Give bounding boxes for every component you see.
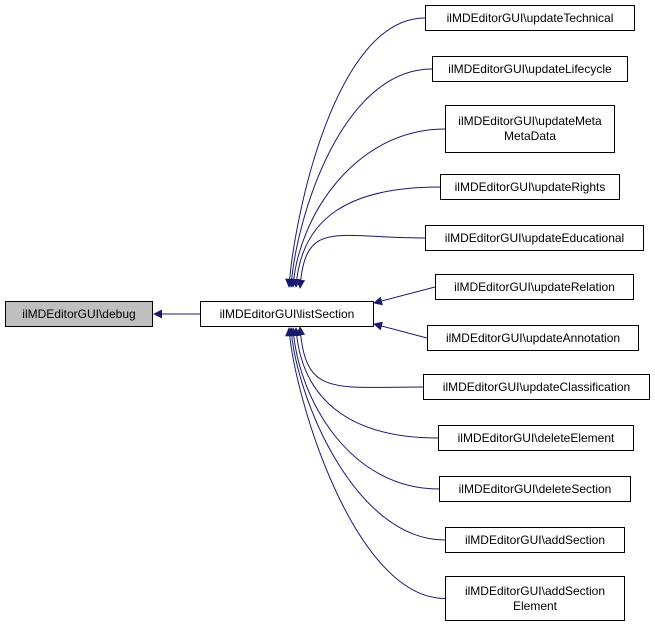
node-list-section[interactable]: ilMDEditorGUI\listSection xyxy=(200,301,374,327)
node-update-rights[interactable]: ilMDEditorGUI\updateRights xyxy=(440,174,620,200)
edge-update-annotation-to-list-section xyxy=(373,321,428,339)
node-update-annotation[interactable]: ilMDEditorGUI\updateAnnotation xyxy=(427,325,639,351)
node-add-section-label: ilMDEditorGUI\addSection xyxy=(464,532,606,547)
node-update-relation[interactable]: ilMDEditorGUI\updateRelation xyxy=(435,274,634,300)
edge-update-classification-to-list-section xyxy=(296,326,424,388)
node-update-educational-label: ilMDEditorGUI\updateEducational xyxy=(444,230,625,245)
edge-update-relation-to-list-section xyxy=(373,286,436,306)
edge-delete-section-to-list-section xyxy=(289,327,440,490)
edge-update-educational-to-list-section xyxy=(296,234,426,289)
node-debug[interactable]: ilMDEditorGUI\debug xyxy=(5,301,153,327)
node-update-classification-label: ilMDEditorGUI\updateClassification xyxy=(442,379,631,394)
node-add-section-element[interactable]: ilMDEditorGUI\addSection Element xyxy=(445,576,625,621)
node-delete-section[interactable]: ilMDEditorGUI\deleteSection xyxy=(439,476,631,502)
node-update-technical[interactable]: ilMDEditorGUI\updateTechnical xyxy=(425,5,635,31)
edge-add-section-element-to-list-section xyxy=(285,327,446,599)
edge-update-rights-to-list-section xyxy=(292,186,441,288)
edge-update-meta-metadata-to-list-section xyxy=(289,128,446,288)
edge-update-technical-to-list-section xyxy=(285,17,426,288)
node-delete-element-label: ilMDEditorGUI\deleteElement xyxy=(457,430,615,445)
edge-add-section-to-list-section xyxy=(287,327,446,541)
node-delete-element[interactable]: ilMDEditorGUI\deleteElement xyxy=(438,425,634,451)
node-update-meta-metadata-label-2: MetaData xyxy=(503,129,557,143)
node-update-lifecycle-label: ilMDEditorGUI\updateLifecycle xyxy=(448,61,612,76)
node-update-technical-label: ilMDEditorGUI\updateTechnical xyxy=(446,10,614,25)
edge-update-lifecycle-to-list-section xyxy=(287,68,433,288)
node-update-lifecycle[interactable]: ilMDEditorGUI\updateLifecycle xyxy=(432,56,628,82)
node-add-section-element-label-2: Element xyxy=(512,598,558,613)
node-update-classification[interactable]: ilMDEditorGUI\updateClassification xyxy=(423,374,650,400)
node-update-relation-label: ilMDEditorGUI\updateRelation xyxy=(454,279,615,294)
edge-delete-element-to-list-section xyxy=(292,327,439,439)
node-delete-section-label: ilMDEditorGUI\deleteSection xyxy=(458,481,612,496)
node-add-section[interactable]: ilMDEditorGUI\addSection xyxy=(445,527,625,553)
node-list-section-label: ilMDEditorGUI\listSection xyxy=(219,306,355,321)
node-update-meta-metadata-label-1: ilMDEditorGUI\updateMeta xyxy=(458,114,602,128)
node-update-annotation-label: ilMDEditorGUI\updateAnnotation xyxy=(445,330,621,345)
node-add-section-element-label-1: ilMDEditorGUI\addSection xyxy=(464,583,606,598)
node-update-meta-metadata[interactable]: ilMDEditorGUI\updateMeta MetaData xyxy=(445,105,615,153)
node-update-rights-label: ilMDEditorGUI\updateRights xyxy=(454,179,606,194)
node-update-educational[interactable]: ilMDEditorGUI\updateEducational xyxy=(425,225,644,251)
node-debug-label: ilMDEditorGUI\debug xyxy=(22,306,136,321)
